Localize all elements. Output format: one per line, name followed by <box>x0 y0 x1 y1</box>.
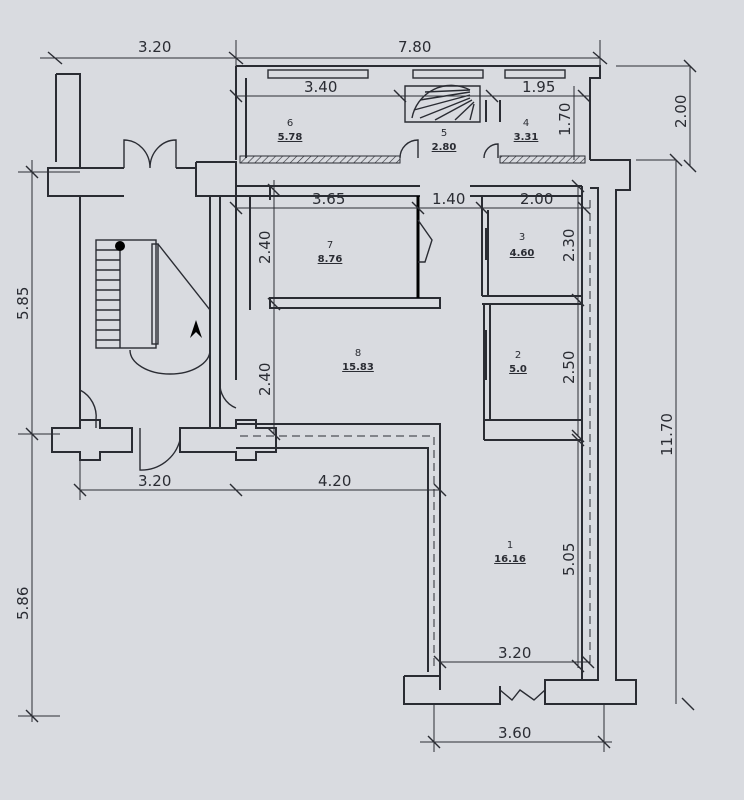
room7-bottom-wall <box>269 297 441 309</box>
room-6-area: 5.78 <box>278 132 303 143</box>
room-2-area: 5.0 <box>509 364 527 375</box>
dashed-line-room8 <box>240 435 435 668</box>
dim-room2-height: 2.50 <box>560 351 578 384</box>
room7-left-wall <box>235 186 271 380</box>
room-2-number: 2 <box>515 350 521 361</box>
dim-bottom-left: 3.20 <box>138 472 171 490</box>
room-labels: 6 5.78 5 2.80 4 3.31 7 8.76 3 4.60 8 15.… <box>278 118 539 565</box>
dim-room4-width: 1.95 <box>522 78 555 96</box>
room-4-number: 4 <box>523 118 529 129</box>
room-7-area: 8.76 <box>318 254 343 265</box>
hatched-wall-left <box>239 155 401 164</box>
stair-hall-right <box>195 161 237 380</box>
dim-bottom-total: 3.60 <box>498 724 531 742</box>
dim-room3-height: 2.30 <box>560 229 578 262</box>
dim-room1-width: 3.20 <box>498 644 531 662</box>
room3-left-wall <box>481 196 582 305</box>
top-outer-wall <box>235 65 601 160</box>
dim-room1-height: 5.05 <box>560 543 578 576</box>
room-1-number: 1 <box>507 540 513 551</box>
door-room7 <box>417 219 433 263</box>
dim-room7-width: 3.65 <box>312 190 345 208</box>
room-7-number: 7 <box>327 240 333 251</box>
door-room5-left <box>399 139 419 159</box>
dim-room3-width: 2.00 <box>520 190 553 208</box>
room2-left-wall <box>483 304 491 420</box>
bottom-outer-wall <box>403 672 546 705</box>
dim-room7-height: 2.40 <box>256 231 274 264</box>
window-top-2 <box>412 69 484 79</box>
dim-room4-height: 1.70 <box>556 103 574 136</box>
right-outer-wall <box>544 159 637 705</box>
room8-bottom-wall <box>236 423 441 672</box>
dim-left-upper: 5.85 <box>14 287 32 320</box>
dim-top-total: 7.80 <box>398 38 431 56</box>
dim-top-left: 3.20 <box>138 38 171 56</box>
dim-room8-height: 2.40 <box>256 363 274 396</box>
room-3-number: 3 <box>519 232 525 243</box>
door-bottom <box>499 689 546 701</box>
double-door-top <box>123 139 177 169</box>
room-8-area: 15.83 <box>342 362 374 373</box>
stair-hall-outer <box>47 73 81 380</box>
dimension-lines <box>18 40 697 752</box>
stair-hall-bottom <box>51 419 133 461</box>
room-5-number: 5 <box>441 128 447 139</box>
room7-top-wall <box>236 185 582 197</box>
door-room5-right <box>483 143 499 159</box>
dim-room6-width: 3.40 <box>304 78 337 96</box>
room-3-area: 4.60 <box>510 248 535 259</box>
entry-door <box>139 428 181 471</box>
dim-left-lower: 5.86 <box>14 587 32 620</box>
spiral-stair <box>404 84 481 123</box>
room-1-area: 16.16 <box>494 554 526 565</box>
room2-bottom-wall <box>483 419 582 441</box>
walls <box>47 65 637 705</box>
hatched-wall-right <box>499 155 586 164</box>
door-lower-left <box>79 389 97 428</box>
room-8-number: 8 <box>355 348 361 359</box>
window-top-1 <box>267 69 369 79</box>
dim-bottom-mid: 4.20 <box>318 472 351 490</box>
dimension-labels: 3.20 7.80 3.40 1.95 1.70 2.00 3.65 1.40 … <box>14 38 690 742</box>
room-6-number: 6 <box>287 118 293 129</box>
dim-corridor-width: 1.40 <box>432 190 465 208</box>
dim-right-top: 2.00 <box>672 95 690 128</box>
dim-right-total: 11.70 <box>658 413 676 456</box>
window-top-3 <box>504 69 566 79</box>
stair-hall-bottom-right <box>179 419 277 461</box>
door-lower-right <box>219 381 237 409</box>
staircase <box>95 239 211 375</box>
stair-hall-top <box>80 167 196 197</box>
room-5-area: 2.80 <box>432 142 457 153</box>
room-4-area: 3.31 <box>514 132 539 143</box>
